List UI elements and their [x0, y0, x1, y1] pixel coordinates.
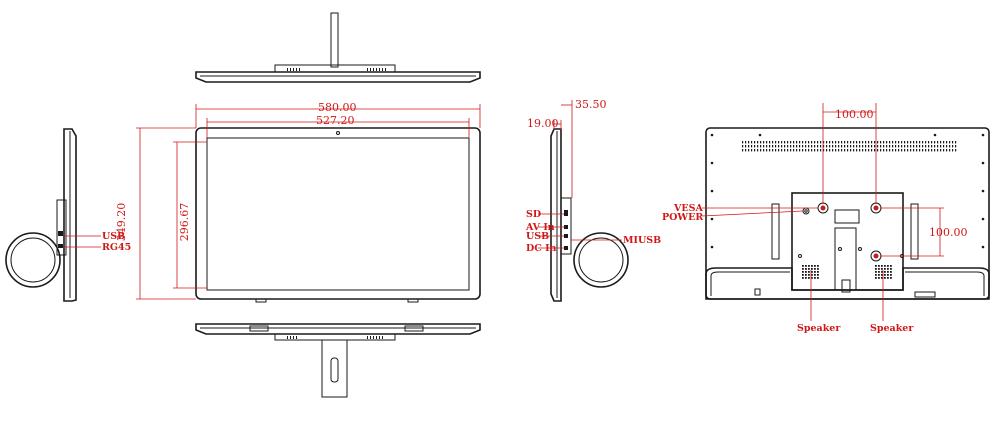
- rear-top-vent: [742, 141, 957, 152]
- right-side-view: [538, 100, 629, 302]
- label-power: POWER: [662, 212, 703, 223]
- speaker-grill-left: [802, 265, 819, 279]
- dim-depth-a-label: 19.00: [527, 117, 559, 130]
- dim-depth: [553, 100, 573, 198]
- dim-screen-width-label: 527.20: [316, 114, 355, 127]
- label-speaker-left: Speaker: [797, 323, 841, 334]
- top-vent-right: [367, 68, 386, 71]
- label-usb-left: USB: [102, 231, 125, 242]
- label-miusb: MIUSB: [623, 235, 661, 246]
- dim-depth-b-label: 35.50: [575, 98, 607, 111]
- dim-vesa-vertical-label: 100.00: [929, 226, 968, 239]
- top-vent-left: [287, 68, 300, 71]
- dim-vesa-horizontal-label: 100.00: [835, 108, 874, 121]
- dim-screen-width: [206, 118, 470, 138]
- label-speaker-right: Speaker: [870, 323, 914, 334]
- rear-screw-holes: [710, 133, 985, 249]
- dim-vesa-vertical: [880, 207, 944, 257]
- label-sd: SD: [526, 209, 541, 220]
- front-view: 580.00 527.20 349.20 296.67: [115, 101, 481, 303]
- dim-screen-height: [173, 141, 207, 289]
- label-dc-in: DC In: [526, 243, 557, 254]
- bottom-vent: [287, 336, 383, 339]
- label-usb-right: USB: [526, 231, 549, 242]
- dim-total-width-label: 580.00: [318, 101, 357, 114]
- label-vesa: VESA: [673, 203, 703, 214]
- speaker-grill-right: [875, 265, 892, 279]
- dim-vesa-horizontal: [822, 103, 877, 204]
- dim-screen-height-label: 296.67: [178, 203, 191, 242]
- label-av-in: AV In: [525, 222, 555, 233]
- bottom-view: [195, 323, 481, 398]
- top-view: [195, 12, 481, 83]
- left-side-view: [5, 128, 101, 302]
- rear-view: [701, 103, 990, 321]
- label-rg45: RG45: [102, 242, 131, 253]
- dim-total-height-label: 349.20: [115, 203, 128, 242]
- dim-total-width: [195, 104, 481, 128]
- dim-total-height: [136, 127, 196, 300]
